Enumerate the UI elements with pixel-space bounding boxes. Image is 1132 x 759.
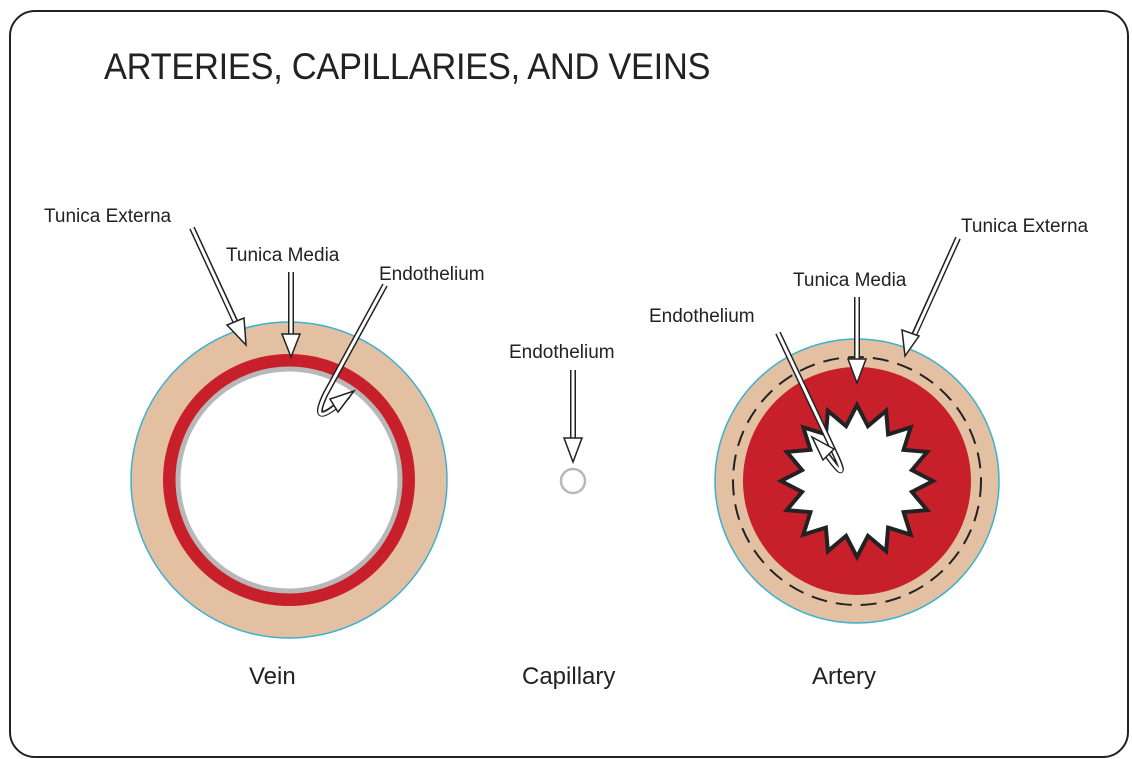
vein-label-tunica-externa: Tunica Externa bbox=[44, 206, 172, 227]
capillary-caption: Capillary bbox=[522, 663, 615, 690]
artery-label-tunica-media: Tunica Media bbox=[793, 270, 907, 291]
capillary-label-endothelium: Endothelium bbox=[509, 342, 615, 363]
capillary-cross-section bbox=[561, 469, 585, 493]
artery-endothelium bbox=[781, 405, 933, 557]
artery-caption: Artery bbox=[812, 663, 876, 690]
artery-label-endothelium: Endothelium bbox=[649, 306, 755, 327]
vein-cross-section bbox=[131, 322, 447, 638]
vein-endothelium bbox=[178, 369, 400, 591]
vein-label-tunica-media: Tunica Media bbox=[226, 245, 340, 266]
vein-label-endothelium: Endothelium bbox=[379, 264, 485, 285]
vein-caption: Vein bbox=[249, 663, 296, 690]
artery-label-tunica-externa: Tunica Externa bbox=[961, 216, 1089, 237]
